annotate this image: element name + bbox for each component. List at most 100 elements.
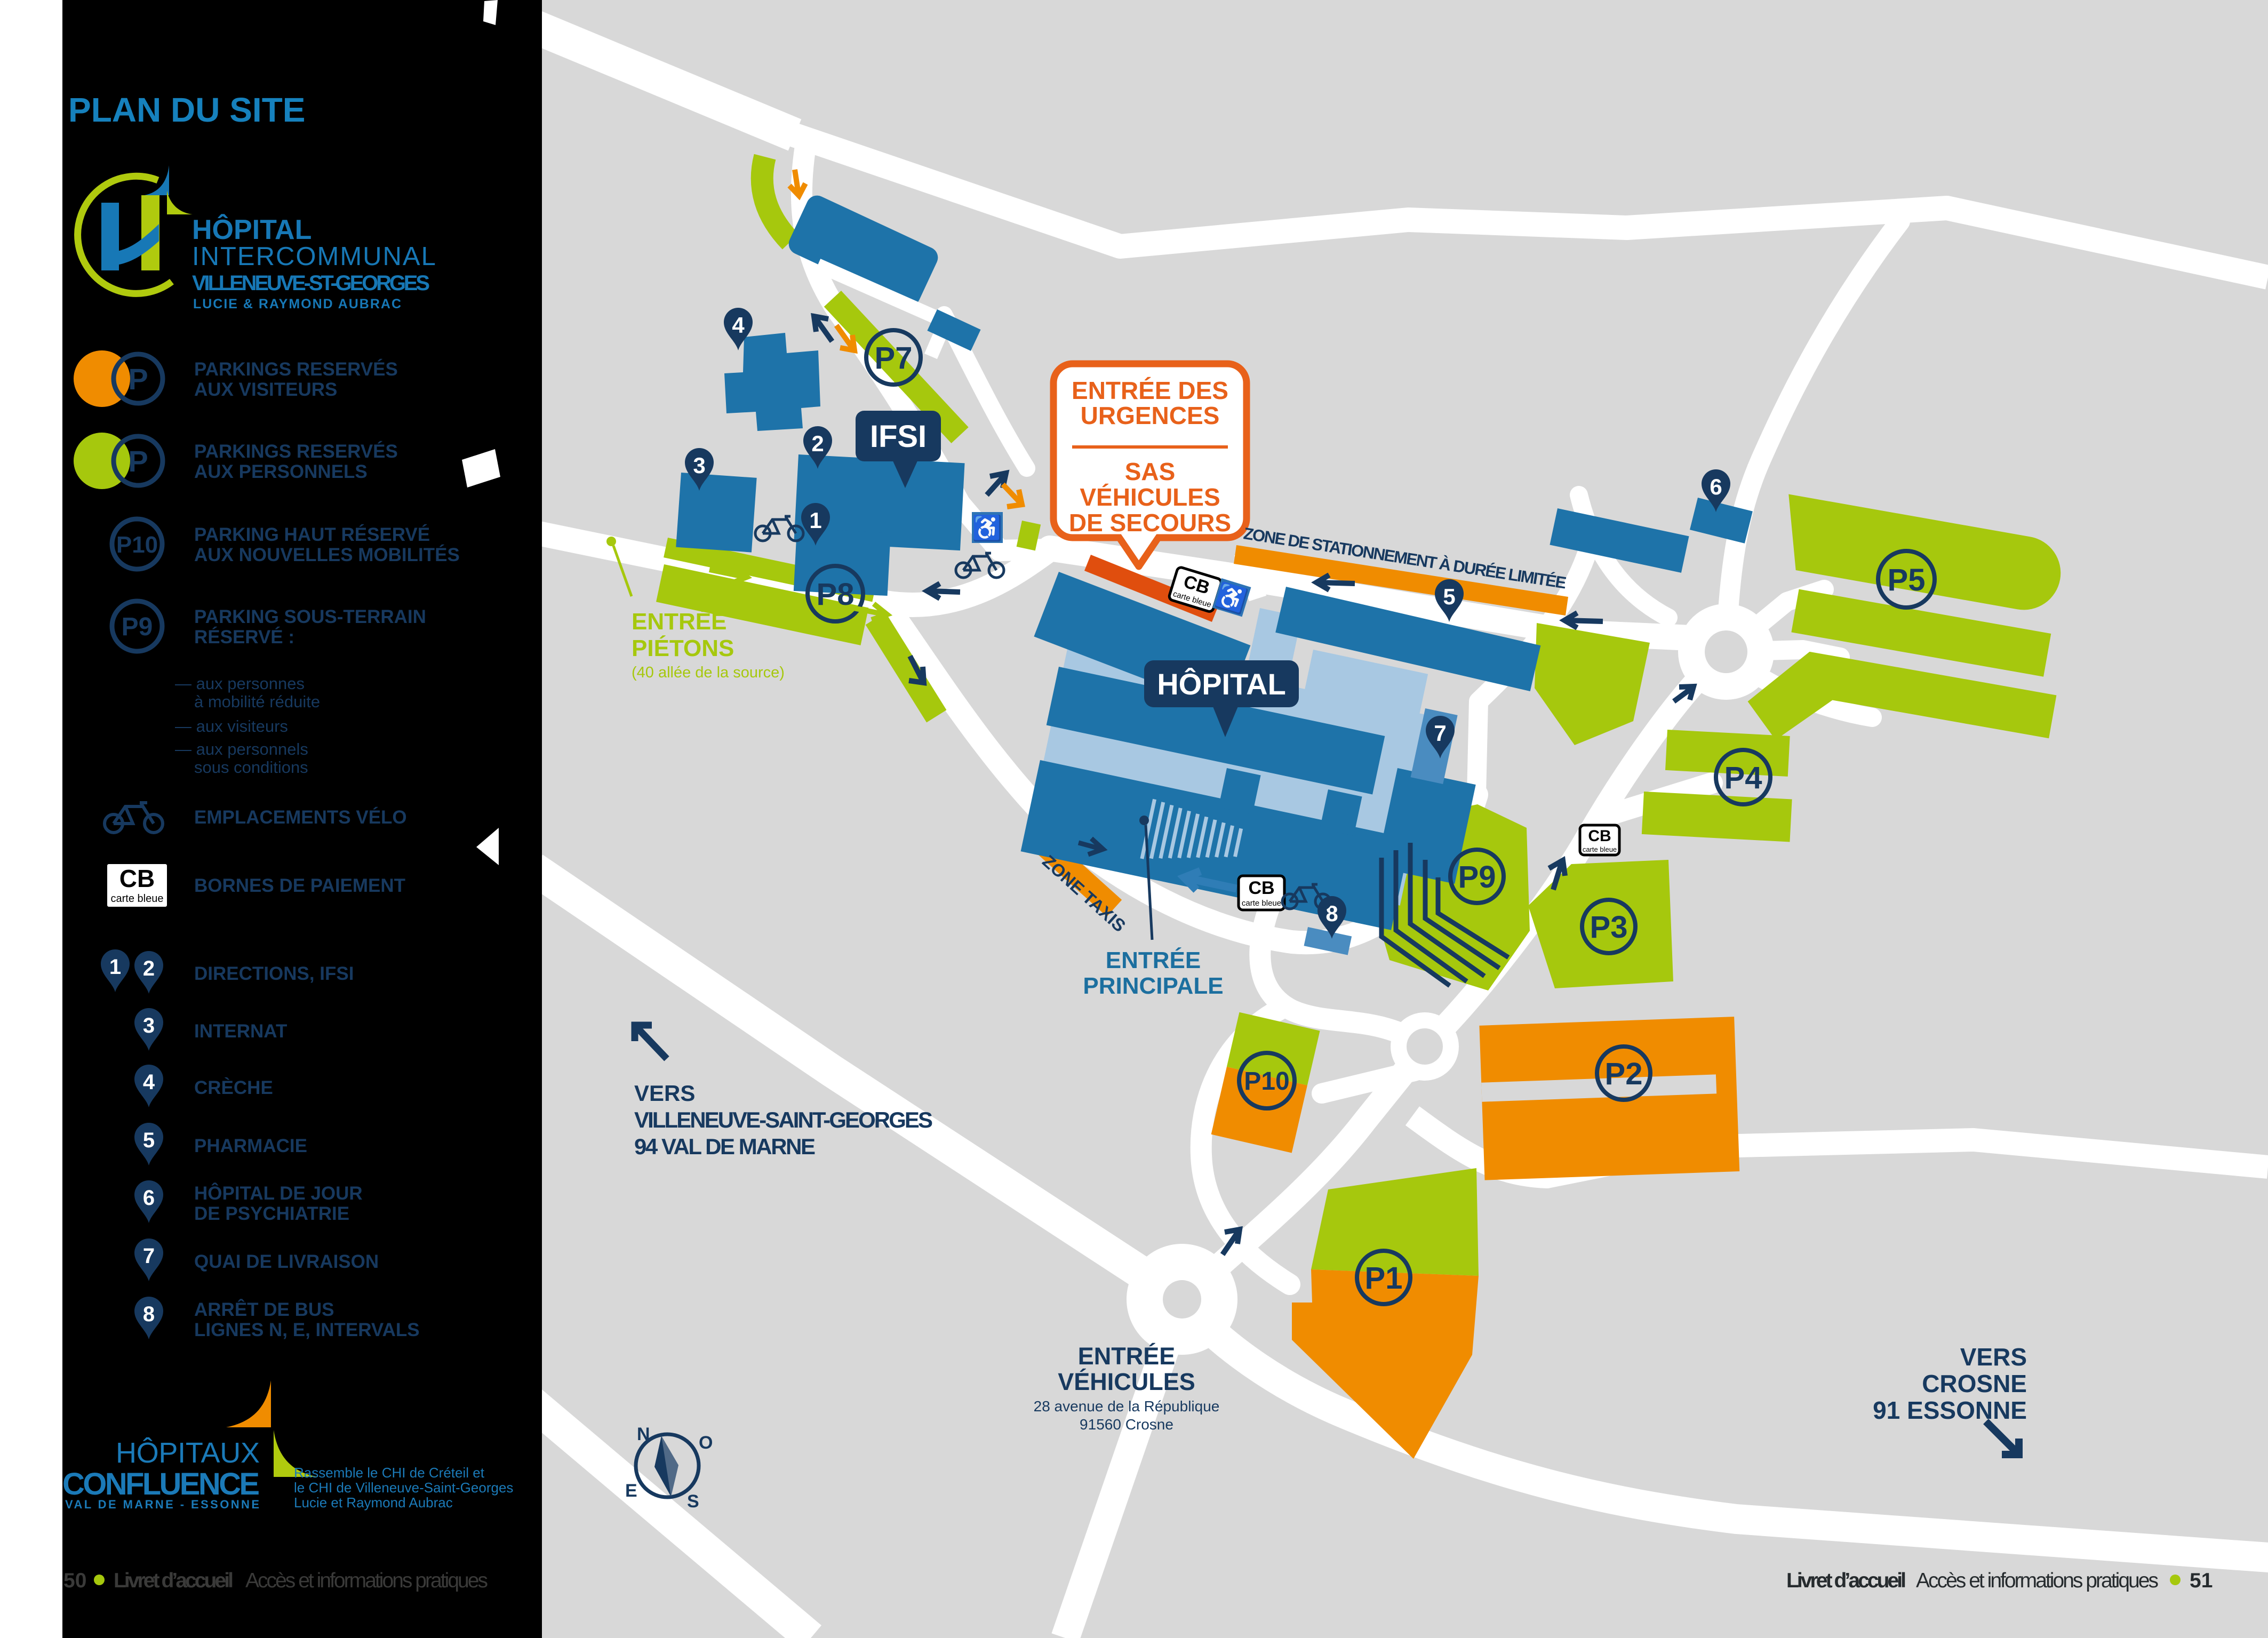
svg-text:♿: ♿ [972, 514, 1002, 542]
svg-text:1: 1 [809, 508, 821, 533]
svg-text:7: 7 [143, 1244, 155, 1268]
svg-text:Lucie et Raymond Aubrac: Lucie et Raymond Aubrac [294, 1495, 453, 1511]
svg-text:sous conditions: sous conditions [194, 758, 308, 777]
svg-text:E: E [625, 1481, 637, 1501]
svg-text:Accès et informations pratique: Accès et informations pratiques [245, 1569, 488, 1592]
svg-text:VILLENEUVE-ST-GEORGES: VILLENEUVE-ST-GEORGES [192, 271, 430, 295]
svg-text:INTERNAT: INTERNAT [194, 1021, 287, 1042]
svg-text:94 VAL DE MARNE: 94 VAL DE MARNE [634, 1134, 816, 1159]
svg-text:CB: CB [1588, 827, 1611, 845]
svg-text:VÉHICULES: VÉHICULES [1058, 1368, 1195, 1395]
svg-text:P2: P2 [1605, 1057, 1643, 1091]
svg-text:RÉSERVÉ :: RÉSERVÉ : [194, 626, 294, 648]
svg-text:AUX VISITEURS: AUX VISITEURS [194, 379, 337, 400]
svg-text:P1: P1 [1365, 1261, 1403, 1296]
svg-text:4: 4 [143, 1070, 155, 1094]
svg-text:Accès et informations pratique: Accès et informations pratiques [1916, 1569, 2159, 1592]
svg-text:6: 6 [1710, 474, 1722, 499]
svg-text:P5: P5 [1888, 563, 1926, 597]
svg-text:7: 7 [1434, 721, 1446, 746]
svg-text:(40 allée de la source): (40 allée de la source) [632, 664, 785, 681]
svg-text:PARKING SOUS-TERRAIN: PARKING SOUS-TERRAIN [194, 606, 426, 627]
svg-text:ARRÊT DE BUS: ARRÊT DE BUS [194, 1299, 334, 1320]
svg-text:carte bleue: carte bleue [1583, 845, 1617, 853]
svg-text:— aux personnels: — aux personnels [175, 740, 308, 758]
svg-text:50: 50 [63, 1569, 86, 1592]
svg-text:1: 1 [109, 955, 121, 979]
svg-text:O: O [699, 1433, 713, 1453]
svg-text:BORNES DE PAIEMENT: BORNES DE PAIEMENT [194, 875, 405, 896]
svg-text:carte bleue: carte bleue [111, 893, 164, 905]
svg-text:3: 3 [693, 453, 705, 478]
svg-text:DIRECTIONS, IFSI: DIRECTIONS, IFSI [194, 963, 354, 984]
svg-text:3: 3 [143, 1014, 155, 1037]
svg-text:91 ESSONNE: 91 ESSONNE [1873, 1396, 2027, 1424]
svg-text:CB: CB [1248, 878, 1274, 898]
svg-text:EMPLACEMENTS VÉLO: EMPLACEMENTS VÉLO [194, 806, 407, 828]
svg-text:INTERCOMMUNAL: INTERCOMMUNAL [192, 242, 437, 271]
svg-text:ENTRÉE: ENTRÉE [1078, 1343, 1176, 1370]
svg-text:le CHI de Villeneuve-Saint-Geo: le CHI de Villeneuve-Saint-Georges [294, 1480, 513, 1496]
svg-text:ENTRÉE DES: ENTRÉE DES [1072, 377, 1228, 404]
svg-text:5: 5 [143, 1129, 155, 1152]
svg-text:P: P [128, 362, 148, 396]
svg-text:P8: P8 [817, 577, 855, 612]
svg-text:carte bleue: carte bleue [1242, 899, 1281, 908]
svg-text:QUAI DE LIVRAISON: QUAI DE LIVRAISON [194, 1251, 379, 1272]
svg-text:HÔPITAUX: HÔPITAUX [116, 1437, 260, 1469]
svg-text:5: 5 [1443, 584, 1455, 609]
svg-text:PRINCIPALE: PRINCIPALE [1083, 973, 1223, 999]
svg-text:P: P [128, 444, 148, 478]
svg-text:S: S [687, 1491, 699, 1512]
svg-text:P7: P7 [875, 341, 913, 375]
svg-text:Rassemble le CHI de Créteil et: Rassemble le CHI de Créteil et [294, 1465, 485, 1481]
svg-text:CB: CB [119, 865, 155, 892]
svg-text:HÔPITAL: HÔPITAL [192, 214, 312, 245]
svg-text:Livret d’accueil: Livret d’accueil [114, 1569, 234, 1592]
svg-text:PARKING HAUT RÉSERVÉ: PARKING HAUT RÉSERVÉ [194, 524, 430, 545]
svg-text:à mobilité réduite: à mobilité réduite [194, 692, 320, 711]
svg-text:CRÈCHE: CRÈCHE [194, 1077, 273, 1098]
svg-text:VILLENEUVE-SAINT-GEORGES: VILLENEUVE-SAINT-GEORGES [634, 1107, 933, 1132]
svg-text:PIÉTONS: PIÉTONS [632, 635, 734, 661]
svg-text:P10: P10 [1244, 1067, 1289, 1096]
svg-text:P9: P9 [122, 613, 153, 641]
svg-text:91560 Crosne: 91560 Crosne [1080, 1416, 1173, 1433]
svg-text:VERS: VERS [1960, 1343, 2027, 1371]
svg-text:HÔPITAL: HÔPITAL [1157, 667, 1286, 701]
svg-text:PARKINGS RESERVÉS: PARKINGS RESERVÉS [194, 358, 398, 380]
svg-text:P3: P3 [1590, 910, 1628, 945]
svg-text:8: 8 [143, 1303, 155, 1326]
svg-text:P9: P9 [1458, 860, 1496, 894]
svg-text:VÉHICULES: VÉHICULES [1080, 483, 1220, 511]
svg-text:4: 4 [732, 313, 745, 338]
svg-text:2: 2 [143, 957, 155, 980]
svg-text:PARKINGS RESERVÉS: PARKINGS RESERVÉS [194, 441, 398, 462]
svg-text:DE PSYCHIATRIE: DE PSYCHIATRIE [194, 1203, 349, 1224]
svg-text:DE SECOURS: DE SECOURS [1069, 509, 1231, 537]
svg-text:28 avenue de la République: 28 avenue de la République [1034, 1398, 1220, 1415]
svg-text:ENTRÉE: ENTRÉE [1106, 947, 1201, 973]
svg-text:— aux visiteurs: — aux visiteurs [175, 717, 288, 736]
svg-text:ENTRÉE: ENTRÉE [632, 608, 726, 635]
svg-text:URGENCES: URGENCES [1081, 402, 1220, 429]
svg-text:PLAN DU SITE: PLAN DU SITE [68, 91, 305, 129]
svg-text:AUX NOUVELLES MOBILITÉS: AUX NOUVELLES MOBILITÉS [194, 544, 460, 565]
svg-text:IFSI: IFSI [870, 419, 927, 454]
svg-text:VERS: VERS [634, 1081, 695, 1106]
svg-text:HÔPITAL DE JOUR: HÔPITAL DE JOUR [194, 1182, 363, 1204]
svg-text:8: 8 [1325, 901, 1338, 926]
svg-text:51: 51 [2190, 1569, 2213, 1592]
svg-text:PHARMACIE: PHARMACIE [194, 1136, 307, 1156]
svg-text:LUCIE & RAYMOND AUBRAC: LUCIE & RAYMOND AUBRAC [193, 297, 401, 311]
svg-text:LIGNES N, E, INTERVALS: LIGNES N, E, INTERVALS [194, 1320, 420, 1340]
svg-text:CONFLUENCE: CONFLUENCE [62, 1467, 260, 1501]
svg-text:AUX PERSONNELS: AUX PERSONNELS [194, 461, 368, 482]
svg-text:6: 6 [143, 1186, 155, 1210]
svg-text:— aux personnes: — aux personnes [175, 674, 305, 693]
svg-text:P4: P4 [1724, 761, 1762, 795]
svg-text:SAS: SAS [1125, 458, 1176, 485]
svg-text:2: 2 [811, 431, 824, 456]
svg-text:CROSNE: CROSNE [1922, 1370, 2027, 1397]
svg-text:N: N [637, 1424, 650, 1444]
